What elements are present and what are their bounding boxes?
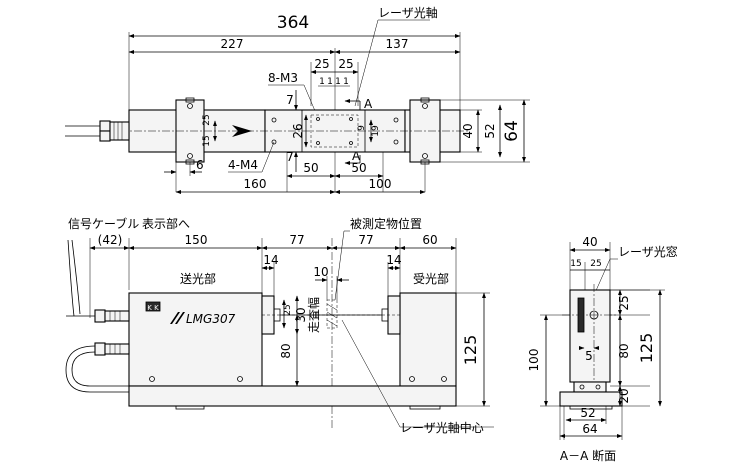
dim-5-section: 5 bbox=[585, 349, 593, 363]
dim-25-right: 25 bbox=[338, 57, 353, 71]
section-base bbox=[559, 391, 623, 407]
dim-364: 364 bbox=[277, 13, 309, 33]
dim-77-left: 77 bbox=[289, 233, 304, 247]
dim-160: 160 bbox=[244, 177, 267, 191]
svg-text:LMG307: LMG307 bbox=[186, 312, 236, 326]
section-housing bbox=[569, 289, 611, 383]
section-mark-a-bottom: A bbox=[352, 149, 361, 163]
label-object-position: 被測定物位置 bbox=[350, 216, 422, 231]
label-signal-cable: 信号ケーブル bbox=[68, 216, 139, 231]
badge bbox=[145, 301, 161, 312]
dim-1-a: 1 bbox=[319, 77, 325, 87]
label-laser-axis: レーザ光軸 bbox=[378, 6, 438, 20]
dim-64-section: 64 bbox=[582, 422, 597, 436]
dim-7-bottom: 7 bbox=[286, 150, 294, 164]
dim-100: 100 bbox=[369, 177, 392, 191]
dim-9: 9 bbox=[357, 125, 367, 131]
dim-42: (42) bbox=[98, 233, 123, 247]
dim-52: 52 bbox=[483, 123, 497, 138]
top-view: 364 227 137 レーザ光軸 25 25 1 1 1 1 8-M3 A A bbox=[65, 6, 530, 194]
dim-1-b: 1 bbox=[327, 77, 333, 87]
dim-227: 227 bbox=[221, 37, 244, 51]
lmg307-logo: LMG307 bbox=[170, 312, 236, 326]
dim-19: 19 bbox=[371, 125, 381, 137]
dim-1-c: 1 bbox=[335, 77, 341, 87]
label-8-m3: 8-M3 bbox=[268, 71, 298, 85]
dim-125-section: 125 bbox=[637, 333, 656, 364]
dim-10: 10 bbox=[313, 265, 328, 279]
dim-64: 64 bbox=[502, 120, 522, 142]
label-scan-width: 走査幅 bbox=[306, 297, 321, 333]
dim-20-section: 20 bbox=[617, 388, 631, 403]
receiver-housing bbox=[399, 292, 457, 387]
base-rail bbox=[128, 385, 457, 407]
dim-77-right: 77 bbox=[358, 233, 373, 247]
dim-30: 30 bbox=[294, 307, 308, 322]
dim-15: 15 bbox=[202, 135, 212, 146]
dim-137: 137 bbox=[386, 37, 409, 51]
front-cables bbox=[65, 239, 130, 393]
dim-50-left: 50 bbox=[303, 161, 318, 175]
dim-6: 6 bbox=[196, 158, 204, 172]
section-view: 40 15 25 レーザ光窓 25 80 20 bbox=[527, 235, 678, 463]
dim-26: 26 bbox=[291, 123, 305, 138]
dim-80-section: 80 bbox=[617, 343, 631, 358]
dim-40-section: 40 bbox=[582, 235, 597, 249]
laser-window bbox=[577, 297, 585, 333]
dim-52-section: 52 bbox=[580, 406, 595, 420]
dim-125-front: 125 bbox=[461, 335, 480, 366]
label-laser-center: レーザ光軸中心 bbox=[400, 420, 484, 435]
top-cables bbox=[65, 120, 130, 142]
label-emitter: 送光部 bbox=[180, 271, 216, 286]
label-4-m4: 4-M4 bbox=[228, 158, 258, 172]
label-laser-window: レーザ光窓 bbox=[618, 244, 678, 259]
dim-25-front: 25 bbox=[283, 304, 293, 315]
label-to-display: 表示部へ bbox=[142, 216, 190, 231]
dim-40: 40 bbox=[461, 123, 475, 138]
label-receiver: 受光部 bbox=[413, 271, 449, 286]
front-view: 信号ケーブル 表示部へ 被測定物位置 (42) 150 77 77 60 送光部… bbox=[65, 216, 494, 435]
dim-25-section: 25 bbox=[590, 259, 601, 269]
badge-text: K K bbox=[147, 304, 159, 312]
dim-25-right-section: 25 bbox=[617, 295, 631, 310]
dim-150: 150 bbox=[185, 233, 208, 247]
dim-7-top: 7 bbox=[286, 93, 294, 107]
dim-25-flange: 25 bbox=[202, 114, 212, 125]
dim-80-front: 80 bbox=[279, 343, 293, 358]
section-mark-a-top: A bbox=[364, 97, 373, 111]
dim-15-section: 15 bbox=[570, 259, 581, 269]
dim-50-right: 50 bbox=[351, 161, 366, 175]
dim-60: 60 bbox=[422, 233, 437, 247]
section-caption: A－A 断面 bbox=[560, 448, 616, 463]
dim-1-d: 1 bbox=[343, 77, 349, 87]
dim-14-left: 14 bbox=[263, 253, 278, 267]
dim-100-section: 100 bbox=[527, 349, 541, 372]
dim-14-right: 14 bbox=[386, 253, 401, 267]
dim-25-left: 25 bbox=[314, 57, 329, 71]
